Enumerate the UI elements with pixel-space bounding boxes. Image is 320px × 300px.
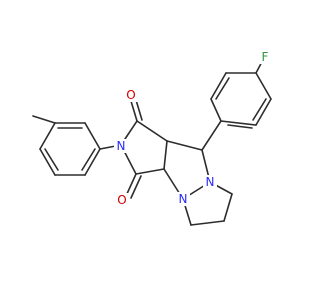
nitrogen-ring-b-atom-bg: [176, 192, 190, 206]
bond: [190, 220, 225, 226]
bond: [135, 168, 165, 175]
molecule-diagram: F O O N N N: [32, 50, 272, 226]
bond: [227, 124, 253, 129]
nitrogen-imide-atom-bg: [114, 139, 128, 153]
bond: [223, 193, 233, 222]
nitrogen-ring-a-atom-bg: [203, 175, 217, 189]
structure-canvas: F O O N N N: [32, 50, 272, 226]
bond: [130, 175, 142, 199]
oxygen-top-atom-bg: [124, 88, 138, 102]
bond: [81, 148, 96, 171]
bond: [215, 77, 230, 100]
bond: [39, 148, 56, 176]
atom-label-layer: F O O N N N: [114, 50, 272, 207]
nitrogen-ring-a-atom-label: N: [206, 175, 215, 189]
bond: [135, 99, 143, 121]
bond: [130, 100, 138, 122]
fluorine-atom-bg: [258, 50, 272, 64]
bond: [84, 148, 101, 176]
bond: [32, 115, 56, 124]
bond: [84, 122, 101, 150]
oxygen-bottom-atom-label: O: [117, 193, 126, 207]
fluorine-atom-label: F: [262, 50, 269, 64]
bond: [210, 98, 222, 122]
bond: [125, 173, 137, 197]
bond: [255, 98, 272, 126]
bond: [163, 140, 168, 170]
oxygen-bottom-atom-bg: [115, 193, 129, 207]
bond: [220, 120, 257, 126]
bond: [39, 122, 56, 150]
bond: [44, 148, 59, 171]
bond: [252, 98, 267, 121]
nitrogen-imide-atom-label: N: [117, 139, 126, 153]
bond: [255, 72, 272, 100]
bond: [201, 120, 222, 151]
bond: [136, 120, 168, 142]
bond-layer: [32, 55, 272, 226]
bond: [166, 140, 203, 151]
bond: [210, 72, 227, 100]
oxygen-top-atom-label: O: [126, 88, 135, 102]
nitrogen-ring-b-atom-label: N: [179, 192, 188, 206]
